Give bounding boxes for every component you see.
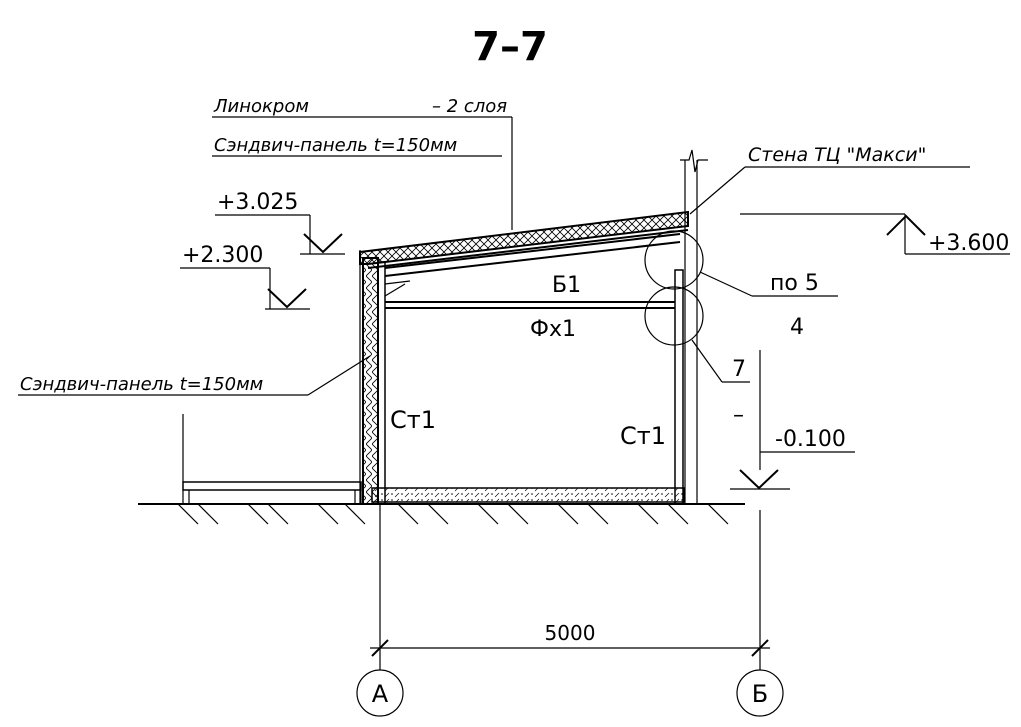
level-mark-wall-top — [740, 213, 1010, 255]
detail-circle-upper — [644, 230, 704, 290]
ground-line — [138, 503, 745, 525]
floor-slab — [371, 487, 685, 503]
detail-ref-2-top: 7 — [732, 357, 746, 382]
level-mark-ground — [730, 350, 855, 490]
left-platform — [182, 414, 362, 504]
dimension-value: 5000 — [545, 621, 596, 645]
brace-fx1 — [385, 301, 675, 309]
roof-layers-leader — [212, 116, 513, 230]
beam-b1 — [384, 233, 681, 297]
beam-label: Б1 — [552, 273, 581, 298]
roof-layer-2: Сэндвич-панель t=150мм — [214, 135, 457, 156]
right-column-label: Ст1 — [620, 422, 666, 450]
detail-ref-1-leader — [699, 271, 838, 297]
wall-panel-leader — [18, 355, 371, 396]
wall-panel-label: Сэндвич-панель t=150мм — [20, 374, 263, 395]
section-title: 7–7 — [472, 24, 548, 70]
axis-right-label: Б — [752, 680, 768, 708]
detail-ref-2-leader — [691, 339, 750, 383]
axis-left-label: А — [372, 680, 389, 708]
adjacent-wall — [680, 149, 708, 504]
roof-layer-1: Линокром — [213, 96, 309, 117]
detail-ref-2-bottom: – — [733, 403, 744, 428]
detail-ref-1-bottom: 4 — [790, 315, 804, 340]
axis-bubble-left — [356, 669, 404, 717]
adjacent-wall-label: Стена ТЦ "Макси" — [748, 144, 926, 166]
adjacent-wall-leader — [689, 166, 970, 215]
right-column — [674, 269, 684, 505]
brace-label: Фх1 — [530, 317, 576, 342]
level-roof-low: +2.300 — [182, 243, 263, 268]
left-column — [377, 261, 386, 505]
level-roof-high: +3.025 — [217, 190, 298, 215]
level-mark-roof-low — [180, 267, 310, 310]
left-column-label: Ст1 — [390, 406, 436, 434]
dimension-line — [370, 504, 770, 670]
level-wall-top: +3.600 — [928, 231, 1009, 256]
detail-circle-lower — [644, 286, 704, 346]
level-mark-roof-high — [215, 214, 345, 255]
roof-layer-1-suffix: – 2 слоя — [432, 96, 507, 117]
detail-ref-1-top: по 5 — [770, 271, 819, 296]
axis-bubble-right — [736, 669, 784, 717]
roof-panel — [359, 210, 689, 269]
level-ground: -0.100 — [775, 427, 846, 452]
left-wall-panel — [359, 250, 379, 505]
